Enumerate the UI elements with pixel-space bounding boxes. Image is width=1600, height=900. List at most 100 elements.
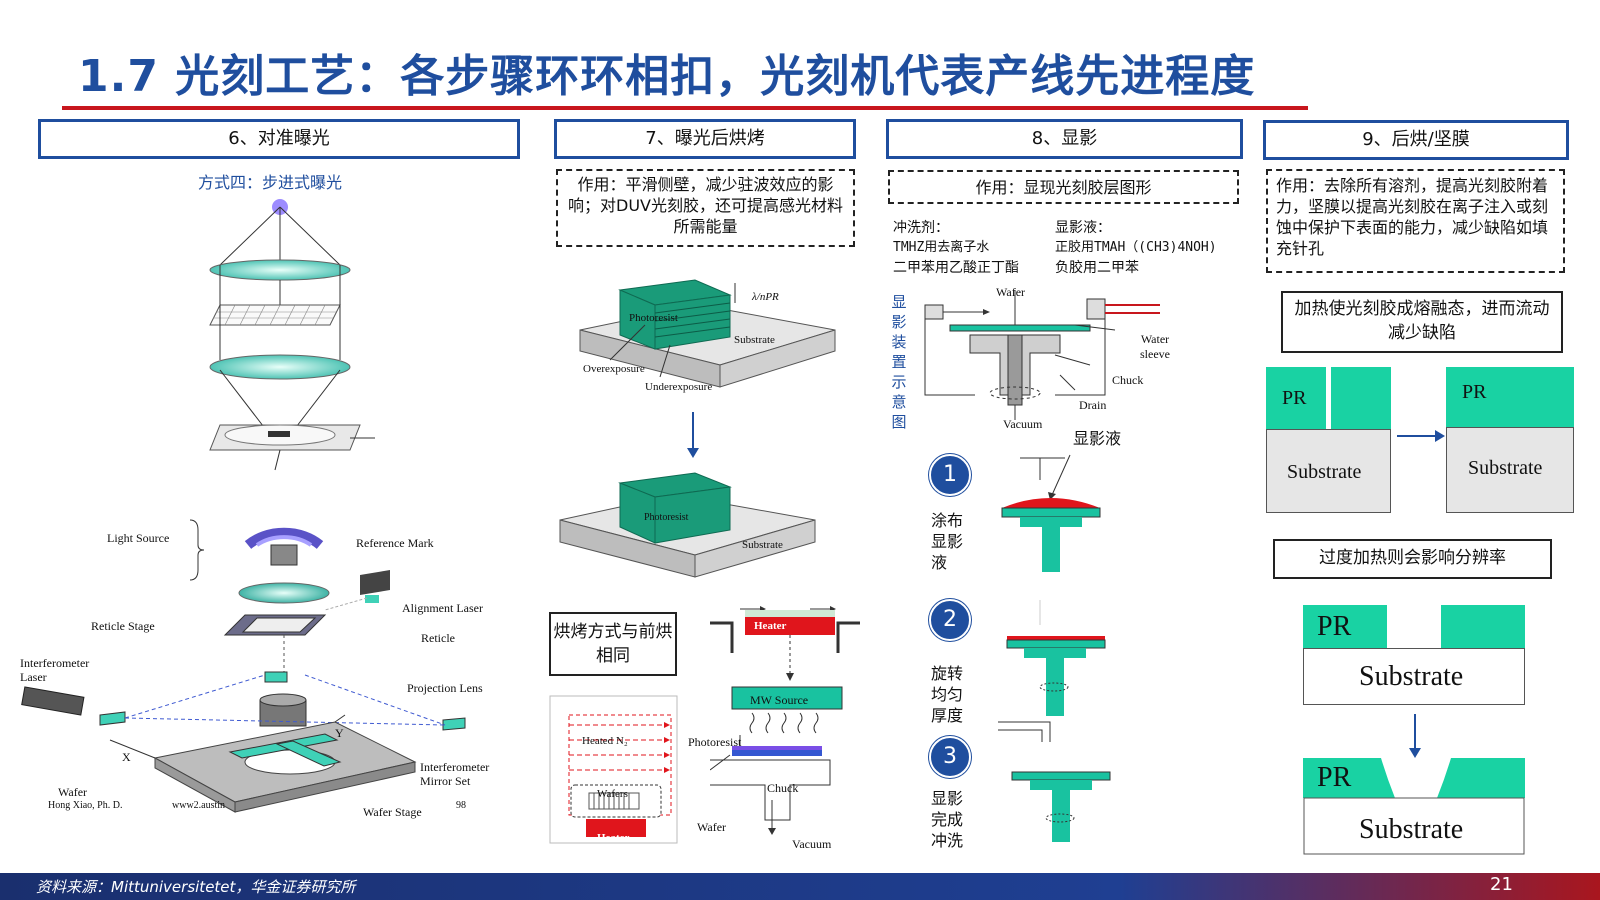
label-reference-mark: Reference Mark: [356, 536, 434, 550]
pr-block-right: [1331, 367, 1391, 429]
footer-source: 资料来源：Mittuniversitetet，华金证券研究所: [36, 878, 356, 896]
col8-header: 8、显影: [886, 119, 1243, 159]
col6-subtitle: 方式四：步进式曝光: [198, 173, 343, 192]
interferometer-laser: [21, 686, 85, 716]
develop-steps-diagram: [998, 454, 1111, 842]
substrate-block-3: [1303, 648, 1525, 705]
oven-heater: [586, 819, 646, 837]
label-light-source: Light Source: [107, 531, 170, 545]
pr-block-merged: [1446, 367, 1574, 427]
label-heater-2: Heater: [597, 832, 630, 844]
label-vacuum-7: Vacuum: [792, 837, 832, 851]
bake-method-box: 烘烤方式与前烘相同: [549, 612, 677, 676]
developer-apparatus-label: 显影装置示意图: [891, 293, 907, 431]
label-wafer: Wafer: [58, 785, 88, 799]
stepper-schematic: [209, 199, 375, 471]
col7-header: 7、曝光后烘烤: [554, 119, 856, 159]
pr-good-diagram: PR Substrate: [1303, 605, 1525, 705]
label-wafer-8: Wafer: [996, 285, 1026, 299]
label-reticle: Reticle: [421, 631, 455, 645]
col7-desc: 作用：平滑侧壁，减少驻波效应的影响；对DUV光刻胶，还可提高感光材料所需能量: [556, 169, 855, 247]
label-photoresist: Photoresist: [629, 312, 678, 324]
label-photoresist-2: Photoresist: [644, 512, 689, 523]
col9-header: 9、后烘/坚膜: [1263, 120, 1569, 160]
oven-diagram: [549, 695, 678, 844]
dev-1: 正胶用TMAH（(CH3)4NOH): [1055, 240, 1217, 255]
label-reticle-stage: Reticle Stage: [91, 619, 155, 633]
dev-2: 负胶用二甲苯: [1055, 260, 1139, 276]
label-axis-y: Y: [335, 726, 344, 740]
label-projection-lens: Projection Lens: [407, 681, 483, 695]
label-lambda: λ/nPR: [752, 291, 779, 303]
pr-label-1: PR: [1282, 387, 1307, 409]
substrate-label-3: Substrate: [1359, 661, 1464, 692]
label-drain: Drain: [1079, 398, 1107, 412]
standing-wave-diagram: [579, 279, 836, 388]
label-axis-x: X: [122, 750, 131, 764]
pr-after-diagram: PR Substrate: [1446, 367, 1574, 513]
rinse-1: TMHZ用去离子水: [893, 240, 990, 255]
step-2-badge: 2: [929, 599, 971, 641]
step-1-text: 涂布显影液: [931, 511, 964, 572]
rinse-2: 二甲苯用乙酸正丁酯: [893, 260, 1019, 276]
label-heater: Heater: [754, 620, 787, 632]
pr-overheated-diagram: [1303, 758, 1525, 855]
heat-note-box: 加热使光刻胶成熔融态，进而流动减少缺陷: [1281, 291, 1563, 353]
stepper-3d-diagram: [21, 519, 466, 813]
label-underexposure: Underexposure: [645, 381, 713, 393]
right-arrow-icon: [1397, 430, 1445, 442]
substrate-block-1: [1266, 429, 1391, 513]
label-vacuum-8: Vacuum: [1003, 417, 1043, 431]
label-wafer-7: Wafer: [697, 820, 727, 834]
label-photoresist-3: Photoresist: [688, 735, 742, 749]
pr-block-left: [1266, 367, 1326, 429]
label-heated-n2: Heated N₂: [582, 735, 628, 747]
over-heat-note-box: 过度加热则会影响分辨率: [1273, 539, 1552, 579]
label-substrate-2: Substrate: [742, 539, 783, 551]
step-1-badge: 1: [929, 454, 971, 496]
dev-title: 显影液：: [1055, 220, 1111, 236]
page-number: 21: [1490, 874, 1513, 895]
label-wafer-stage: Wafer Stage: [363, 805, 422, 819]
label-substrate: Substrate: [734, 334, 775, 346]
developer-apparatus: [924, 290, 1160, 420]
footer-bar: [0, 873, 1600, 900]
mw-source-block: [731, 686, 843, 710]
light-source-dome: [244, 527, 324, 549]
title-underline: [62, 106, 1308, 110]
step-3-badge: 3: [929, 736, 971, 778]
label-site: www2.austin: [172, 800, 226, 811]
projection-lens: [209, 354, 351, 380]
label-wafers: Wafers: [597, 788, 628, 800]
condenser-lens: [209, 259, 351, 281]
rinse-title: 冲洗剂：: [893, 220, 949, 236]
pr-good-left: [1303, 605, 1387, 648]
developer-label: 显影液: [1073, 429, 1122, 448]
pr-label-2: PR: [1462, 381, 1487, 403]
mw-bake-diagram: [710, 606, 860, 835]
label-chuck-8: Chuck: [1112, 373, 1144, 387]
step-3-text: 显影完成冲洗: [931, 789, 964, 850]
substrate-label-4: Substrate: [1359, 814, 1464, 845]
label-mw-source: MW Source: [750, 693, 809, 707]
substrate-block-2: [1446, 427, 1574, 513]
substrate-label-1: Substrate: [1287, 461, 1362, 483]
pr-before-diagram: PR Substrate: [1266, 367, 1391, 513]
step-2-text: 旋转均匀厚度: [931, 664, 964, 725]
smooth-resist-diagram: [559, 472, 816, 578]
page-title: 1.7 光刻工艺：各步骤环环相扣，光刻机代表产线先进程度: [78, 51, 1256, 102]
label-alignment-laser: Alignment Laser: [402, 601, 483, 615]
label-num: 98: [456, 800, 466, 811]
down-arrow-icon: [687, 412, 699, 458]
heater-block: [745, 617, 835, 635]
substrate-label-2: Substrate: [1468, 457, 1543, 479]
pr-label-3: PR: [1317, 611, 1352, 642]
pr-label-4: PR: [1317, 762, 1352, 793]
label-overexposure: Overexposure: [583, 363, 645, 375]
col6-header: 6、对准曝光: [38, 119, 520, 159]
down-arrow-icon-2: [1409, 714, 1421, 758]
pr-good-right: [1441, 605, 1525, 648]
